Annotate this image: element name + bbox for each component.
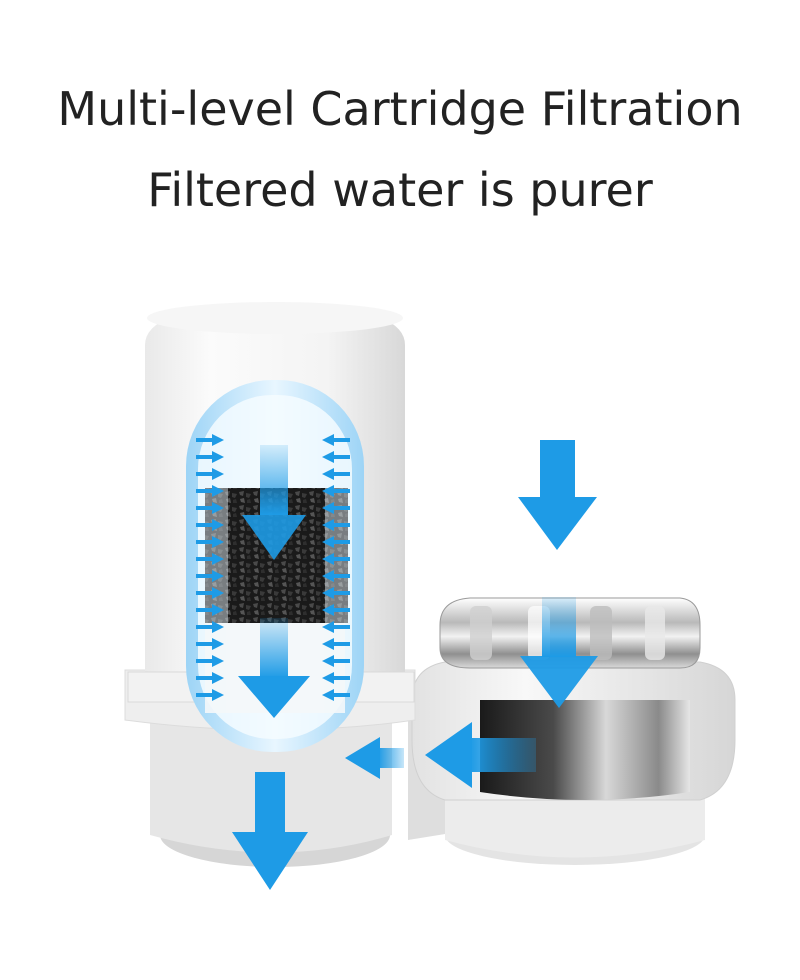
inflow-arrow xyxy=(196,604,224,616)
inflow-arrow xyxy=(322,621,350,633)
inflow-arrow xyxy=(322,451,350,463)
inflow-arrow xyxy=(196,587,224,599)
inflow-arrow xyxy=(322,689,350,701)
inflow-arrow xyxy=(322,638,350,650)
inflow-arrow xyxy=(196,434,224,446)
inflow-arrow xyxy=(196,485,224,497)
inflow-arrow xyxy=(196,570,224,582)
inflow-arrow xyxy=(196,536,224,548)
inflow-arrow xyxy=(196,672,224,684)
flow-arrow-down-bottom xyxy=(238,618,310,718)
inflow-arrow xyxy=(322,655,350,667)
inflow-arrow xyxy=(322,587,350,599)
inflow-arrows-right xyxy=(322,434,350,701)
adapter-arrow-down xyxy=(520,597,598,708)
inflow-arrow xyxy=(322,604,350,616)
transfer-arrow-left-large xyxy=(425,722,536,788)
inflow-arrow xyxy=(322,434,350,446)
inflow-arrow xyxy=(196,621,224,633)
inflow-arrow xyxy=(196,468,224,480)
headline-line-1: Multi-level Cartridge Filtration xyxy=(57,82,743,136)
transfer-arrow-left-small xyxy=(345,737,404,779)
inflow-arrow xyxy=(322,672,350,684)
inflow-arrows-left xyxy=(196,434,224,701)
headline-line-2: Filtered water is purer xyxy=(147,163,653,217)
inflow-arrow xyxy=(196,451,224,463)
inlet-arrow-down xyxy=(518,440,597,550)
flow-arrow-down-top xyxy=(242,445,306,560)
inflow-arrow xyxy=(196,638,224,650)
inflow-arrow xyxy=(322,536,350,548)
inflow-arrow xyxy=(196,502,224,514)
inflow-arrow xyxy=(196,519,224,531)
inflow-arrow xyxy=(322,485,350,497)
inflow-arrow xyxy=(196,689,224,701)
inflow-arrow xyxy=(322,570,350,582)
inflow-arrow xyxy=(322,468,350,480)
inflow-arrow xyxy=(322,553,350,565)
inflow-arrow xyxy=(322,519,350,531)
inflow-arrow xyxy=(196,553,224,565)
outlet-arrow-down xyxy=(232,772,308,890)
inflow-arrow xyxy=(196,655,224,667)
inflow-arrow xyxy=(322,502,350,514)
